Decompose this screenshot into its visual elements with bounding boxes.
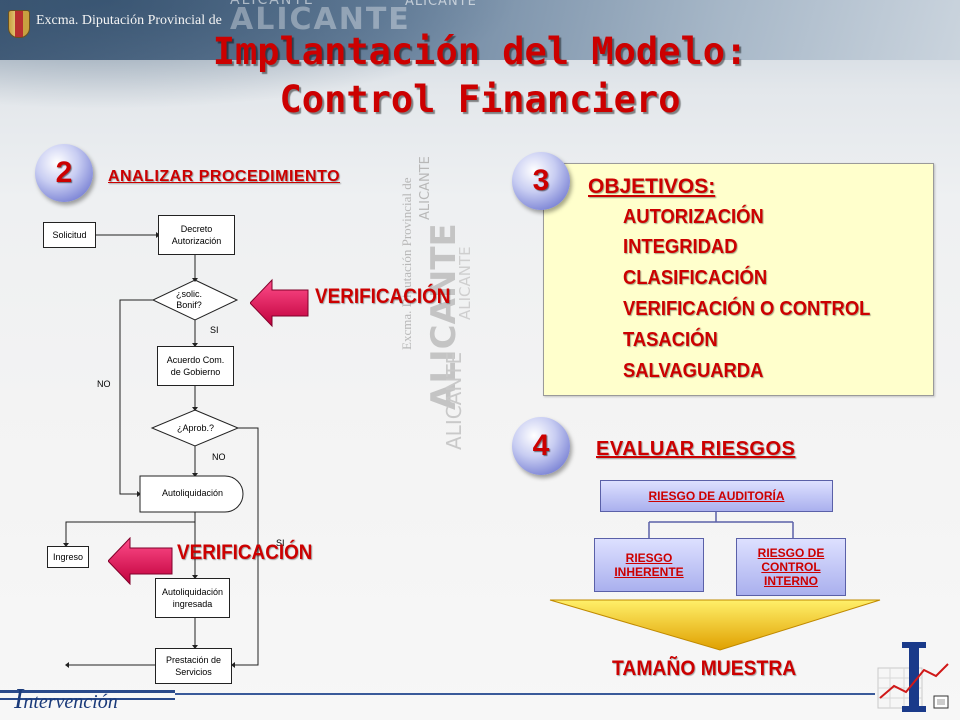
intervencion-initial: I xyxy=(14,684,24,715)
objetivo-item: SALVAGUARDA xyxy=(623,360,764,382)
verification-arrow-icon-2 xyxy=(108,537,173,585)
riesgo-auditoria-box: RIESGO DE AUDITORÍA xyxy=(600,480,833,512)
vertical-watermark-small: ALICANTE xyxy=(442,352,466,450)
step-3-badge: 3 xyxy=(512,152,570,210)
flow-si-1: SI xyxy=(210,325,219,335)
intervencion-rest: ntervención xyxy=(23,691,118,713)
flow-solic-bonif: ¿solic. Bonif? xyxy=(176,289,202,311)
tamano-muestra-label: TAMAÑO MUESTRA xyxy=(612,657,797,680)
step-4-badge: 4 xyxy=(512,417,570,475)
flow-prestacion-line2: Servicios xyxy=(175,667,212,677)
flowchart-connectors xyxy=(63,232,259,668)
flow-acuerdo: Acuerdo Com. de Gobierno xyxy=(157,346,234,386)
riesgo-control-box: RIESGO DE CONTROL INTERNO xyxy=(736,538,846,596)
watermark-alicante-small-2: ALICANTE xyxy=(405,0,477,9)
risk-connectors xyxy=(549,511,881,651)
flow-decreto-line2: Autorización xyxy=(171,236,222,246)
flow-autoliquidacion: Autoliquidación xyxy=(162,488,224,498)
flow-no-2: NO xyxy=(212,452,226,462)
title-line-1: Implantación del Modelo: xyxy=(212,30,748,73)
vertical-watermark-line1: Excma. Diputación Provincial de xyxy=(399,177,414,350)
header-shading xyxy=(0,0,520,110)
flow-autoliq-ingresada-line2: ingresada xyxy=(172,599,213,609)
footer-divider xyxy=(175,693,875,695)
vertical-watermark-line2: ALICANTE xyxy=(418,156,433,220)
analizar-procedimiento-label: ANALIZAR PROCEDIMIENTO xyxy=(108,168,341,185)
watermark-alicante: ALICANTE xyxy=(230,2,411,37)
objetivos-title: OBJETIVOS: xyxy=(588,175,716,198)
flow-acuerdo-line2: de Gobierno xyxy=(170,367,221,377)
vertical-watermark-small-2: ALICANTE xyxy=(456,246,474,320)
flow-no-1: NO xyxy=(97,379,111,389)
intervencion-logo-text: Intervención xyxy=(14,684,118,716)
objetivo-item: INTEGRIDAD xyxy=(623,236,738,258)
flow-si-2: SI xyxy=(276,538,285,548)
watermark-alicante-small: ALICANTE xyxy=(230,0,315,8)
intervencion-emblem-icon xyxy=(877,642,949,712)
objetivo-item: VERIFICACIÓN O CONTROL xyxy=(623,298,871,320)
flow-decreto: Decreto Autorización xyxy=(158,215,235,255)
flow-autoliq-ingresada: Autoliquidación ingresada xyxy=(155,578,230,618)
institution-name: Excma. Diputación Provincial de xyxy=(36,13,222,28)
riesgo-inherente-line1: RIESGO xyxy=(625,551,673,565)
flow-solic-bonif-line2: Bonif? xyxy=(176,300,202,310)
riesgo-inherente-line2: INHERENTE xyxy=(614,565,684,579)
step-2-badge: 2 xyxy=(35,144,93,202)
flow-aprob: ¿Aprob.? xyxy=(177,423,215,433)
flow-ingreso: Ingreso xyxy=(47,546,89,568)
objetivo-item: AUTORIZACIÓN xyxy=(623,206,764,228)
verification-arrow-icon-1 xyxy=(250,278,309,328)
evaluar-riesgos-label: EVALUAR RIESGOS xyxy=(596,438,796,460)
vertical-watermark: Excma. Diputación Provincial de ALICANTE… xyxy=(399,156,474,450)
objetivo-item: CLASIFICACIÓN xyxy=(623,267,768,289)
title-line-2: Control Financiero xyxy=(279,78,681,121)
riesgo-control-line2: CONTROL xyxy=(761,560,821,574)
riesgo-control-line1: RIESGO DE xyxy=(757,546,825,560)
objectives-box xyxy=(543,163,934,396)
objetivo-item: TASACIÓN xyxy=(623,329,718,351)
footer-divider xyxy=(0,698,175,700)
footer-divider xyxy=(0,690,175,693)
flow-autoliq-ingresada-line1: Autoliquidación xyxy=(161,587,224,597)
verificacion-label-2: VERIFICACIÓN xyxy=(177,541,313,564)
flow-acuerdo-line1: Acuerdo Com. xyxy=(166,355,225,365)
slide-title: Implantación del Modelo: Control Financi… xyxy=(0,28,960,124)
verificacion-label-1: VERIFICACIÓN xyxy=(315,285,451,308)
flow-prestacion: Prestación de Servicios xyxy=(155,648,232,684)
flow-prestacion-line1: Prestación de xyxy=(165,655,222,665)
flow-solic-bonif-line1: ¿solic. xyxy=(176,289,203,299)
flow-decreto-line1: Decreto xyxy=(180,224,213,234)
crest-icon xyxy=(8,10,30,38)
vertical-watermark-big: ALICANTE xyxy=(424,223,464,410)
riesgo-control-line3: INTERNO xyxy=(764,574,818,588)
flow-solicitud: Solicitud xyxy=(43,222,96,248)
riesgo-inherente-box: RIESGO INHERENTE xyxy=(594,538,704,592)
